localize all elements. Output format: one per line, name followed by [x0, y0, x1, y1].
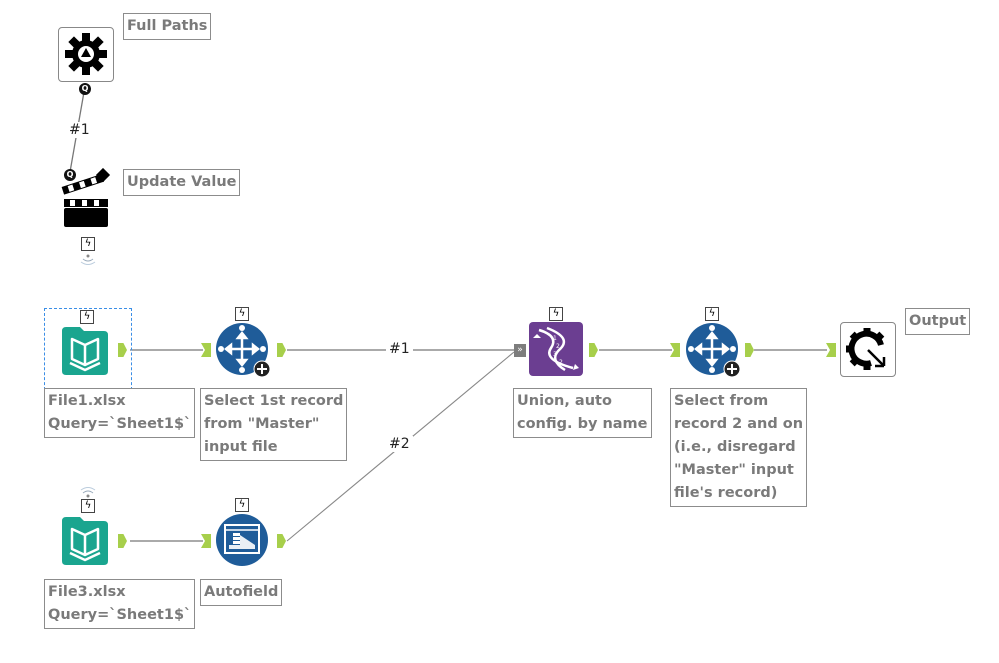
annotation-autofield: Autofield — [200, 579, 283, 606]
lightning-icon: ϟ — [80, 310, 94, 324]
output-anchor[interactable] — [277, 534, 286, 548]
input-anchor[interactable] — [201, 343, 211, 357]
tool-input-file1[interactable] — [58, 325, 112, 377]
tool-union[interactable]: 1 2 3 2 — [529, 322, 583, 376]
tool-select-from-record-2[interactable] — [685, 322, 741, 378]
annotation-select-from-record-2: Select from record 2 and on (i.e., disre… — [670, 388, 808, 507]
output-anchor[interactable] — [118, 343, 127, 357]
connection-label: #1 — [386, 341, 413, 357]
input-book-icon — [62, 327, 108, 375]
output-anchor[interactable] — [589, 343, 598, 357]
connection-label: #2 — [386, 436, 413, 452]
annotation-file1: File1.xlsx Query=`Sheet1$` — [44, 388, 196, 438]
autofield-icon — [216, 514, 268, 566]
annotation-union: Union, auto config. by name — [513, 388, 652, 438]
input-book-icon — [62, 517, 108, 565]
output-anchor[interactable] — [745, 343, 754, 357]
annotation-full-paths: Full Paths — [123, 13, 212, 40]
union-dna-icon: 1 2 3 2 — [529, 322, 583, 376]
sample-icon — [216, 323, 271, 378]
output-anchor[interactable] — [277, 343, 286, 357]
lightning-icon: ϟ — [235, 307, 249, 321]
action-clapper-icon — [61, 167, 111, 227]
macro-output-icon — [846, 328, 886, 370]
question-anchor-icon[interactable]: Q — [79, 83, 91, 95]
svg-text:1: 1 — [553, 335, 557, 342]
output-anchor[interactable] — [118, 534, 127, 548]
svg-text:2: 2 — [559, 359, 563, 366]
tool-full-paths[interactable] — [58, 27, 114, 82]
lightning-icon: ϟ — [81, 237, 95, 251]
connection-label: #1 — [66, 122, 93, 138]
annotation-file3: File3.xlsx Query=`Sheet1$` — [44, 579, 196, 629]
lightning-icon: ϟ — [549, 307, 563, 321]
annotation-output: Output — [905, 308, 971, 335]
input-anchor[interactable] — [826, 343, 836, 357]
multi-input-anchor[interactable]: » — [514, 344, 526, 357]
lightning-icon: ϟ — [235, 498, 249, 512]
lightning-icon: ϟ — [81, 499, 95, 513]
tool-input-file3[interactable] — [58, 515, 112, 567]
macro-gear-icon — [65, 33, 107, 75]
input-anchor[interactable] — [201, 534, 211, 548]
annotation-select-first-record: Select 1st record from "Master" input fi… — [200, 388, 348, 461]
svg-text:3: 3 — [553, 351, 557, 358]
wireless-icon — [80, 252, 96, 266]
sample-icon — [686, 323, 741, 378]
svg-text:2: 2 — [556, 343, 560, 350]
tool-select-first-record[interactable] — [215, 322, 271, 378]
tool-update-value[interactable] — [60, 167, 116, 227]
tool-autofield[interactable] — [215, 513, 271, 569]
input-anchor[interactable] — [670, 343, 680, 357]
wireless-icon — [80, 484, 96, 498]
lightning-icon: ϟ — [705, 307, 719, 321]
question-anchor-icon[interactable]: Q — [64, 169, 76, 181]
annotation-update-value: Update Value — [123, 169, 241, 196]
tool-output[interactable] — [840, 322, 896, 377]
